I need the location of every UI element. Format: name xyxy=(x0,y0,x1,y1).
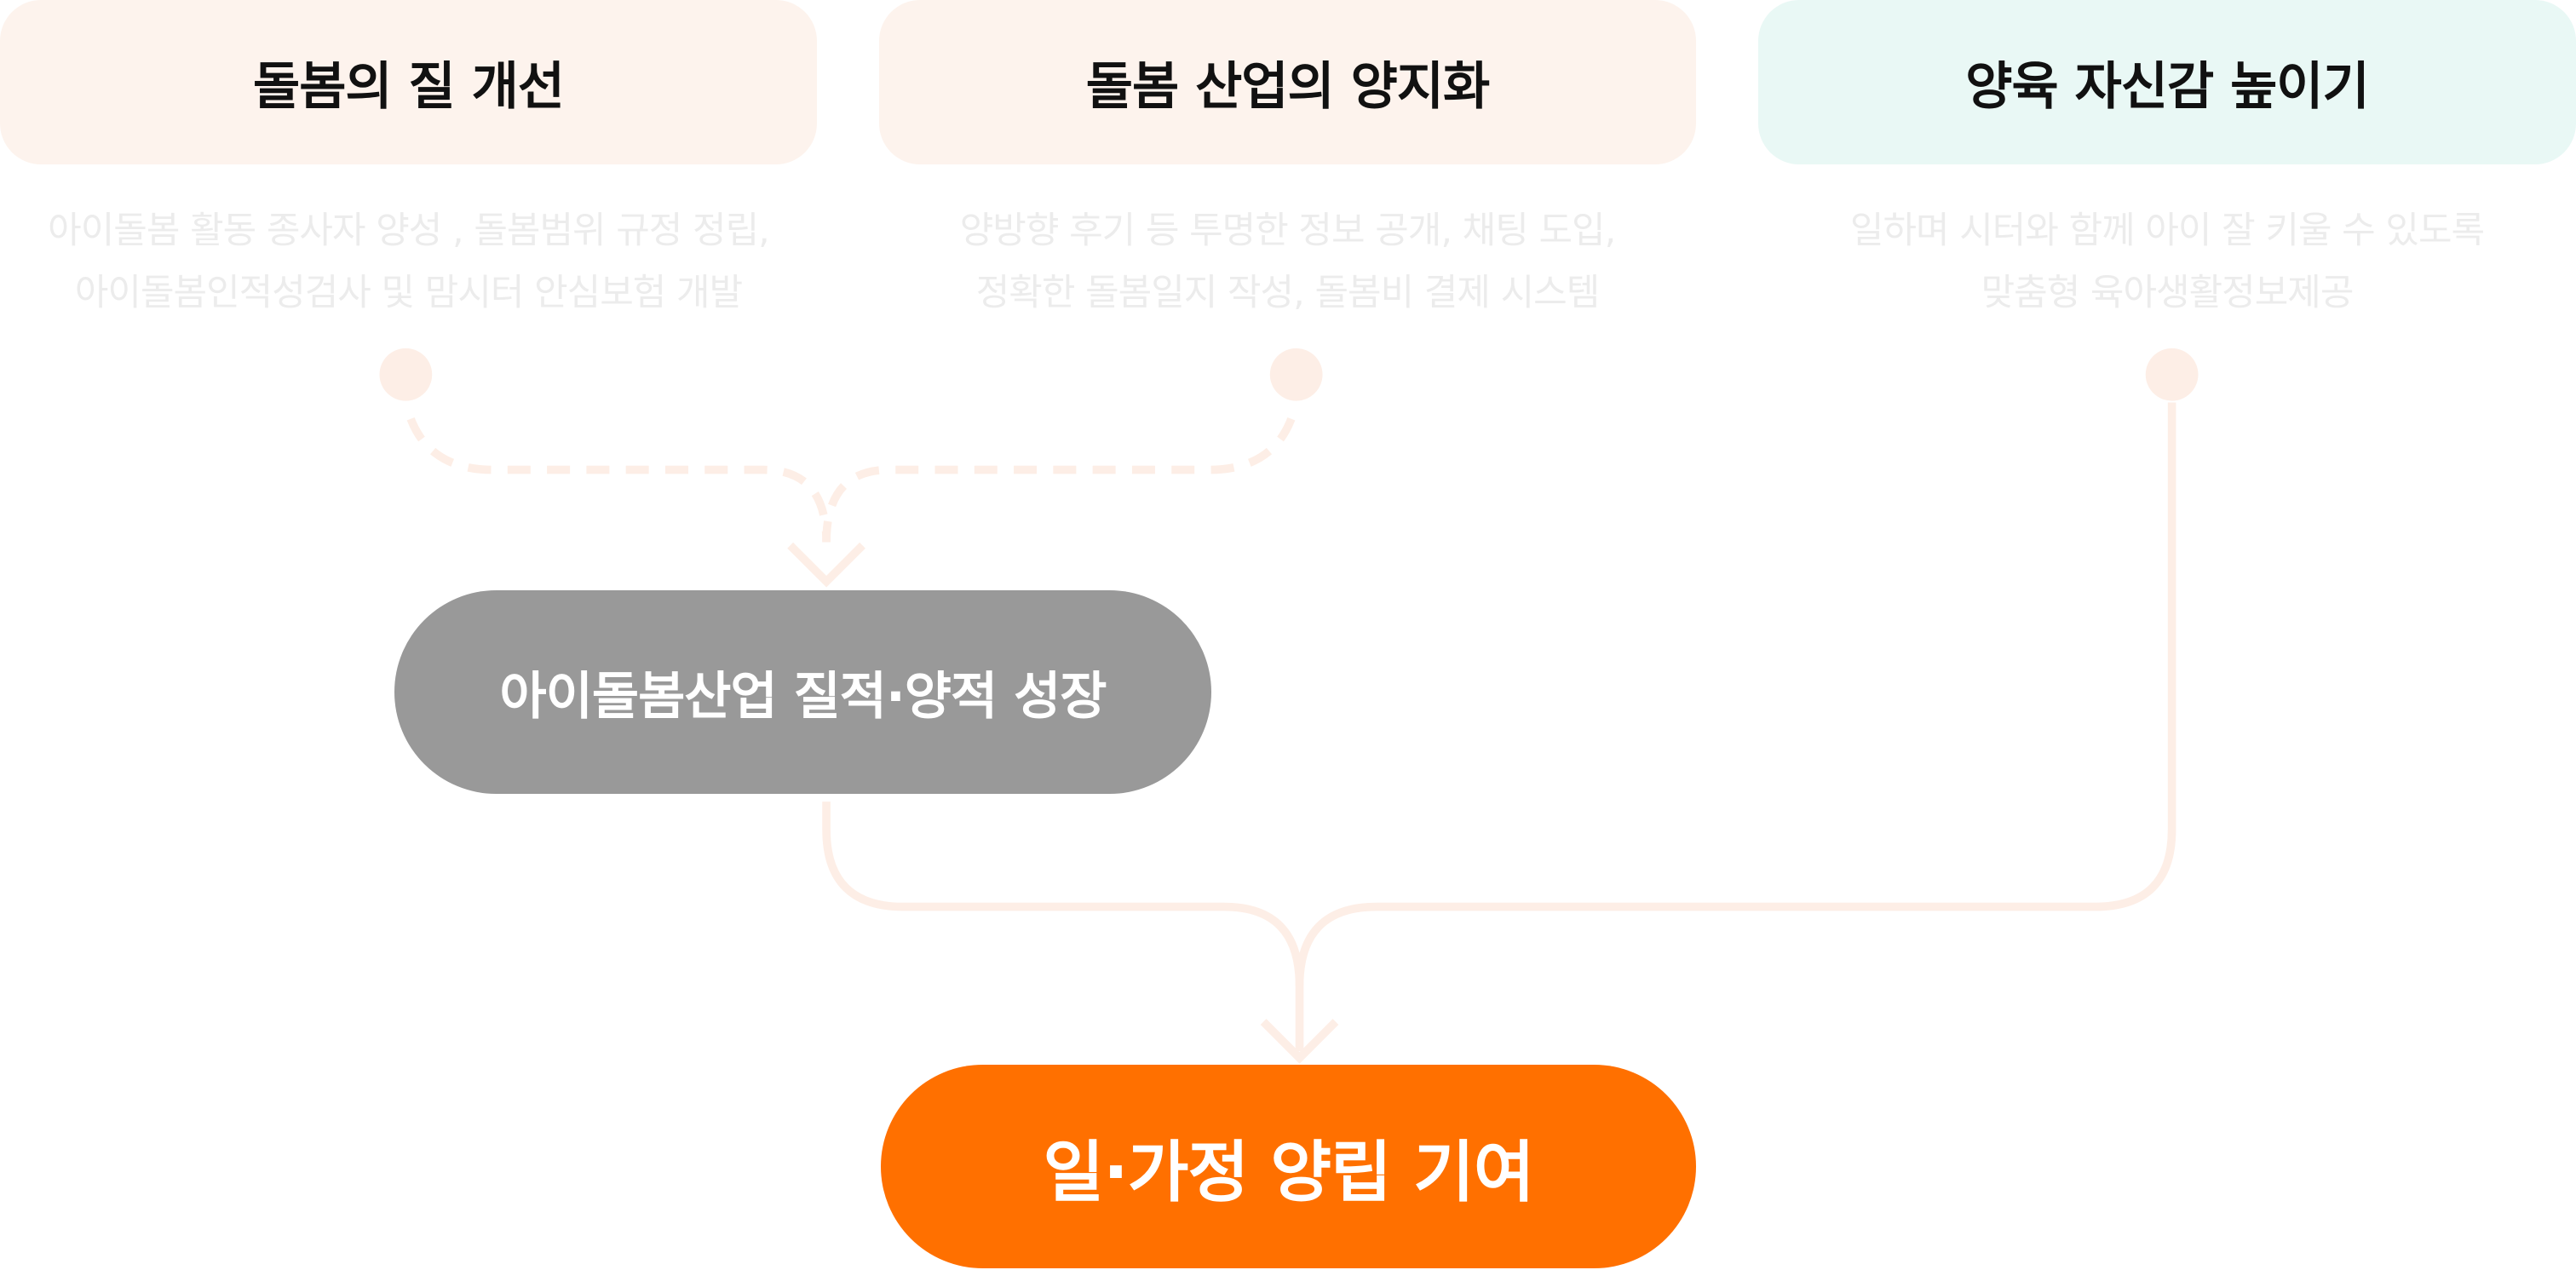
connector-dot-2 xyxy=(1269,348,1323,401)
pillar-description-2: 양방향 후기 등 투명한 정보 공개, 채팅 도입, 정확한 돌봄일지 작성, … xyxy=(879,200,1696,325)
arrowhead-icon xyxy=(1260,1019,1339,1064)
pillar-title-parenting-confidence: 양육 자신감 높이기 xyxy=(1758,0,2576,164)
dashed-connector-right xyxy=(822,417,1296,543)
solid-connector-right xyxy=(1295,402,2176,986)
description-line: 일하며 시터와 함께 아이 잘 키울 수 있도록 xyxy=(1849,210,2485,252)
description-line: 맞춤형 육아생활정보제공 xyxy=(1981,272,2355,314)
pillar-description-3: 일하며 시터와 함께 아이 잘 키울 수 있도록 맞춤형 육아생활정보제공 xyxy=(1758,200,2576,325)
pillar-title-industry-legalization: 돌봄 산업의 양지화 xyxy=(879,0,1696,164)
description-line: 아이돌봄인적성검사 및 맘시터 안심보험 개발 xyxy=(74,272,743,314)
description-line: 아이돌봄 활동 종사자 양성 , 돌봄범위 규정 정립, xyxy=(48,210,770,252)
connector-dot-3 xyxy=(2145,348,2199,401)
description-line: 양방향 후기 등 투명한 정보 공개, 채팅 도입, xyxy=(959,210,1617,252)
final-goal: 일·가정 양립 기여 xyxy=(881,1065,1696,1268)
solid-connector-left xyxy=(822,802,1304,1052)
connector-dot-1 xyxy=(379,348,433,401)
pillar-description-1: 아이돌봄 활동 종사자 양성 , 돌봄범위 규정 정립, 아이돌봄인적성검사 및… xyxy=(0,200,817,325)
arrowhead-icon xyxy=(787,542,865,588)
dashed-connector-left xyxy=(406,417,831,543)
pillar-title-care-quality: 돌봄의 질 개선 xyxy=(0,0,817,164)
intermediate-outcome: 아이돌봄산업 질적·양적 성장 xyxy=(394,590,1211,794)
description-line: 정확한 돌봄일지 작성, 돌봄비 결제 시스템 xyxy=(975,272,1601,314)
